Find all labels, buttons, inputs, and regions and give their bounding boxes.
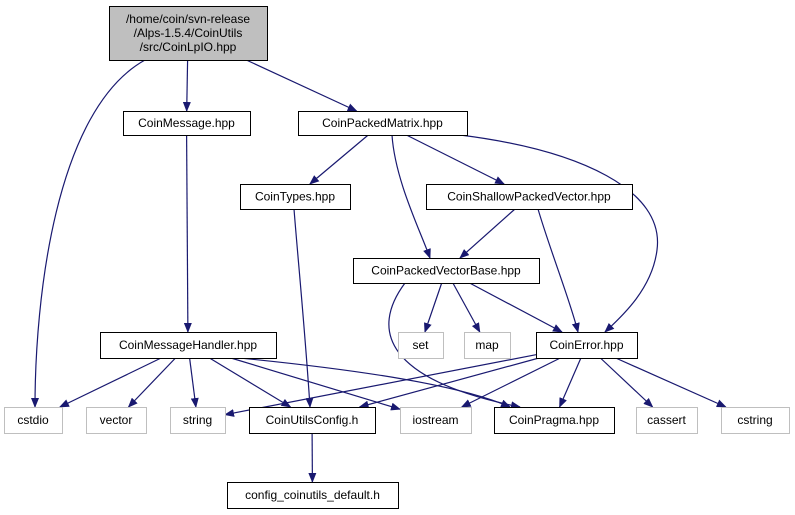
node-label: /src/CoinLpIO.hpp [140,40,237,54]
node-label: CoinTypes.hpp [255,189,335,203]
edge-coinerror-to-iostream [460,357,561,408]
node-box [109,6,268,61]
node-box [426,184,633,210]
node-coinutilsconfig[interactable]: CoinUtilsConfig.h [249,407,376,434]
edge-coinerror-to-cstring [615,357,727,408]
node-coinerror[interactable]: CoinError.hpp [536,332,638,359]
node-cstring[interactable]: cstring [721,407,790,434]
node-box [494,407,615,434]
edge-coinpackedmatrix-to-cointypes [309,134,369,185]
node-label: cassert [647,413,686,427]
node-box [400,407,472,434]
node-box [86,407,147,434]
edge-coinerror-to-coinpragma [559,357,582,408]
edge-coinshallow-to-coinpvb [459,208,516,259]
node-box [721,407,790,434]
node-label: cstdio [17,413,49,427]
node-box [398,332,444,359]
edge-coinpackedmatrix-to-coinshallow [406,134,505,185]
node-box [240,184,351,210]
nodes-layer: /home/coin/svn-release/Alps-1.5.4/CoinUt… [4,6,790,509]
edge-root-to-coinpackedmatrix [246,59,358,112]
node-box [298,111,468,136]
edge-coinerror-to-coinutilsconfig [358,357,540,409]
node-string[interactable]: string [170,407,226,434]
node-label: CoinShallowPackedVector.hpp [447,189,611,203]
node-coinpackedmatrix[interactable]: CoinPackedMatrix.hpp [298,111,468,136]
edge-coinshallow-to-coinerror [537,208,580,333]
node-label: CoinPackedVectorBase.hpp [371,263,521,277]
node-label: map [475,338,499,352]
node-label: CoinPackedMatrix.hpp [322,116,443,130]
edge-root-to-coinmessage [182,59,191,112]
node-label: iostream [412,413,458,427]
node-box [4,407,63,434]
node-label: vector [100,413,133,427]
node-box [170,407,226,434]
node-label: CoinPragma.hpp [509,413,599,427]
node-label: CoinMessage.hpp [138,116,235,130]
edge-coinmsghandler-to-vector [127,357,176,408]
node-label: cstring [737,413,772,427]
edge-coinmessage-to-coinmsghandler [183,134,192,333]
edge-coinerror-to-cassert [599,357,654,408]
edge-coinpvb-to-map [452,282,481,333]
edge-coinpackedmatrix-to-coinpvb [391,134,431,259]
node-iostream[interactable]: iostream [400,407,472,434]
edge-coinpackedmatrix-to-coinerror [459,134,659,333]
edge-coinmsghandler-to-cstdio [58,357,162,408]
node-box [636,407,698,434]
edge-coinpvb-to-set [424,282,443,333]
node-label: CoinError.hpp [549,338,623,352]
node-label: /Alps-1.5.4/CoinUtils [134,26,243,40]
node-root[interactable]: /home/coin/svn-release/Alps-1.5.4/CoinUt… [109,6,268,61]
edge-coinerror-to-string [224,354,537,417]
node-set[interactable]: set [398,332,444,359]
node-box [100,332,277,359]
node-box [353,258,540,284]
edge-coinmsghandler-to-coinpragma [239,357,511,408]
node-box [123,111,251,136]
node-box [227,482,399,509]
node-coinmessage[interactable]: CoinMessage.hpp [123,111,251,136]
node-box [464,332,511,359]
edge-coinmsghandler-to-string [189,357,199,408]
node-coinpvb[interactable]: CoinPackedVectorBase.hpp [353,258,540,284]
node-coinmsghandler[interactable]: CoinMessageHandler.hpp [100,332,277,359]
node-label: CoinUtilsConfig.h [266,413,359,427]
node-label: set [412,338,429,352]
node-coinpragma[interactable]: CoinPragma.hpp [494,407,615,434]
node-label: CoinMessageHandler.hpp [119,338,257,352]
node-cassert[interactable]: cassert [636,407,698,434]
node-vector[interactable]: vector [86,407,147,434]
node-cointypes[interactable]: CoinTypes.hpp [240,184,351,210]
node-box [536,332,638,359]
edge-coinpvb-to-coinerror [469,282,563,333]
edge-coinmsghandler-to-coinutilsconfig [209,357,292,408]
node-configdefault[interactable]: config_coinutils_default.h [227,482,399,509]
node-coinshallow[interactable]: CoinShallowPackedVector.hpp [426,184,633,210]
edge-coinmsghandler-to-iostream [230,357,401,411]
node-map[interactable]: map [464,332,511,359]
node-label: string [183,413,212,427]
node-label: config_coinutils_default.h [245,488,380,502]
edge-cointypes-to-coinutilsconfig [293,208,314,408]
node-label: /home/coin/svn-release [126,12,250,26]
node-box [249,407,376,434]
edges-layer [31,59,727,483]
node-cstdio[interactable]: cstdio [4,407,63,434]
edge-root-to-cstdio [31,59,146,408]
